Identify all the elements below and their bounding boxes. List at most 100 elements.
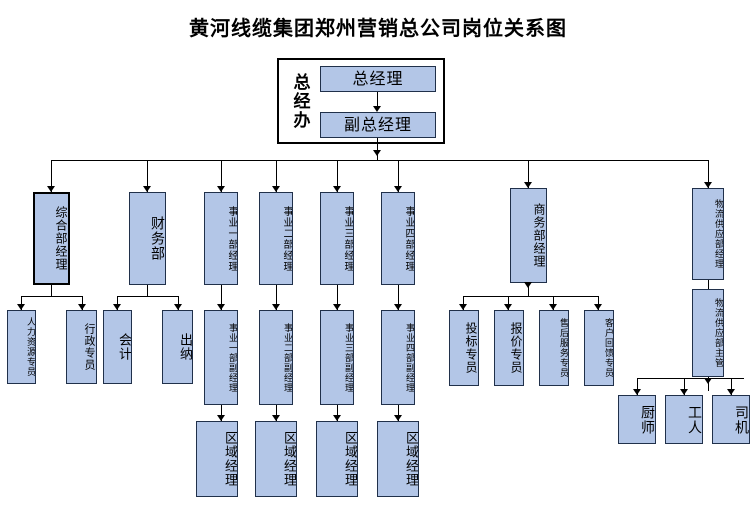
connector-logistics-to-supervisor xyxy=(708,280,709,289)
drop-bu2 xyxy=(276,160,277,192)
drop-bu4 xyxy=(398,160,399,192)
bus-comprehensive xyxy=(21,296,82,297)
deputy-box-bu3[interactable]: 事业三部副经理 xyxy=(320,310,354,405)
staff-box-accountant[interactable]: 会计 xyxy=(103,310,132,384)
department-box-bu4[interactable]: 事业四部经理 xyxy=(381,192,415,285)
arrow-bu1-deputy xyxy=(217,304,225,310)
staff-box-hr[interactable]: 人力资源专员 xyxy=(7,310,36,384)
arrow-bu3-deputy xyxy=(333,304,341,310)
drop-bidding xyxy=(463,296,464,310)
deputy-box-bu1[interactable]: 事业一部副经理 xyxy=(204,310,238,405)
drop-hr xyxy=(21,296,22,310)
drop-admin xyxy=(82,296,83,310)
arrow-business-stem xyxy=(524,282,532,288)
connector-supervisor-stem xyxy=(708,377,709,391)
department-box-finance[interactable]: 财务部 xyxy=(129,192,166,285)
connector-bu3-to-deputy xyxy=(337,285,338,310)
main-bus-line xyxy=(51,160,708,161)
general-manager-box[interactable]: 总经理 xyxy=(320,66,436,92)
staff-box-driver[interactable]: 司机 xyxy=(712,395,750,444)
arrow-aftersales xyxy=(549,304,557,310)
drop-cashier xyxy=(178,296,179,310)
arrow-deputy-down xyxy=(373,150,381,156)
department-box-logistics[interactable]: 物流供应部经理 xyxy=(692,188,724,280)
bus-finance xyxy=(117,296,178,297)
general-manager-office-label: 总经办 xyxy=(289,72,310,130)
drop-logistics xyxy=(708,160,709,188)
drop-finance xyxy=(147,160,148,192)
department-box-business[interactable]: 商务部经理 xyxy=(510,188,547,283)
drop-worker xyxy=(684,378,685,395)
department-box-comprehensive[interactable]: 综合部经理 xyxy=(33,192,70,285)
deputy-general-manager-box[interactable]: 副总经理 xyxy=(320,112,436,138)
bus-logistics xyxy=(637,378,744,379)
staff-box-quotation[interactable]: 报价专员 xyxy=(494,310,524,386)
arrow-bu4-regional xyxy=(394,415,402,421)
arrow-accountant xyxy=(113,304,121,310)
deputy-box-bu4[interactable]: 事业四部副经理 xyxy=(381,310,415,405)
arrow-finance xyxy=(143,186,151,192)
connector-bu2-to-deputy xyxy=(276,285,277,310)
staff-box-customer-feedback[interactable]: 客户回馈专员 xyxy=(584,310,614,386)
drop-aftersales xyxy=(553,296,554,310)
arrow-worker xyxy=(680,389,688,395)
drop-business xyxy=(528,160,529,188)
arrow-logistics xyxy=(704,182,712,188)
arrow-bu2-deputy xyxy=(272,304,280,310)
drop-accountant xyxy=(117,296,118,310)
drop-bu3 xyxy=(337,160,338,192)
staff-box-cashier[interactable]: 出纳 xyxy=(162,310,193,384)
connector-comprehensive-stem xyxy=(51,285,52,296)
arrow-hr xyxy=(17,304,25,310)
staff-box-admin[interactable]: 行政专员 xyxy=(66,310,97,384)
connector-bu4-to-deputy xyxy=(398,285,399,310)
page-title: 黄河线缆集团郑州营销总公司岗位关系图 xyxy=(189,16,567,40)
connector-bu1-to-regional xyxy=(221,405,222,421)
arrow-bu1 xyxy=(217,186,225,192)
arrow-supervisor-stem xyxy=(704,378,712,384)
arrow-feedback xyxy=(594,304,602,310)
connector-finance-stem xyxy=(147,285,148,296)
connector-bu3-to-regional xyxy=(337,405,338,421)
regional-box-bu2[interactable]: 区域经理 xyxy=(255,421,297,497)
arrow-admin xyxy=(78,304,86,310)
supervisor-box-logistics[interactable]: 物流供应部主管 xyxy=(692,289,724,377)
regional-box-bu3[interactable]: 区域经理 xyxy=(316,421,358,497)
arrow-bu1-regional xyxy=(217,415,225,421)
connector-deputy-down xyxy=(377,138,378,160)
arrow-bidding xyxy=(459,304,467,310)
arrow-chef xyxy=(633,389,641,395)
arrow-cashier xyxy=(174,304,182,310)
staff-box-chef[interactable]: 厨师 xyxy=(618,395,656,444)
staff-box-bidding[interactable]: 投标专员 xyxy=(449,310,479,386)
arrow-bu4 xyxy=(394,186,402,192)
bus-business xyxy=(463,296,598,297)
connector-bu1-to-deputy xyxy=(221,285,222,310)
drop-quotation xyxy=(508,296,509,310)
deputy-box-bu2[interactable]: 事业二部副经理 xyxy=(259,310,293,405)
arrow-bu2 xyxy=(272,186,280,192)
arrow-comprehensive xyxy=(47,186,55,192)
drop-bu1 xyxy=(221,160,222,192)
connector-bu4-to-regional xyxy=(398,405,399,421)
connector-gm-to-deputy xyxy=(377,92,378,110)
arrow-quotation xyxy=(504,304,512,310)
regional-box-bu1[interactable]: 区域经理 xyxy=(196,421,238,497)
arrow-driver xyxy=(727,389,735,395)
regional-box-bu4[interactable]: 区域经理 xyxy=(377,421,419,497)
arrow-gm-to-deputy xyxy=(373,106,381,112)
drop-driver xyxy=(731,378,732,395)
drop-feedback xyxy=(598,296,599,310)
arrow-bu3-regional xyxy=(333,415,341,421)
department-box-bu2[interactable]: 事业二部经理 xyxy=(259,192,293,285)
staff-box-aftersales[interactable]: 售后服务专员 xyxy=(539,310,569,386)
connector-bu2-to-regional xyxy=(276,405,277,421)
staff-box-worker[interactable]: 工人 xyxy=(665,395,703,444)
department-box-bu1[interactable]: 事业一部经理 xyxy=(204,192,238,285)
arrow-business xyxy=(524,182,532,188)
drop-chef xyxy=(637,378,638,395)
drop-comprehensive xyxy=(51,160,52,192)
arrow-bu4-deputy xyxy=(394,304,402,310)
department-box-bu3[interactable]: 事业三部经理 xyxy=(320,192,354,285)
